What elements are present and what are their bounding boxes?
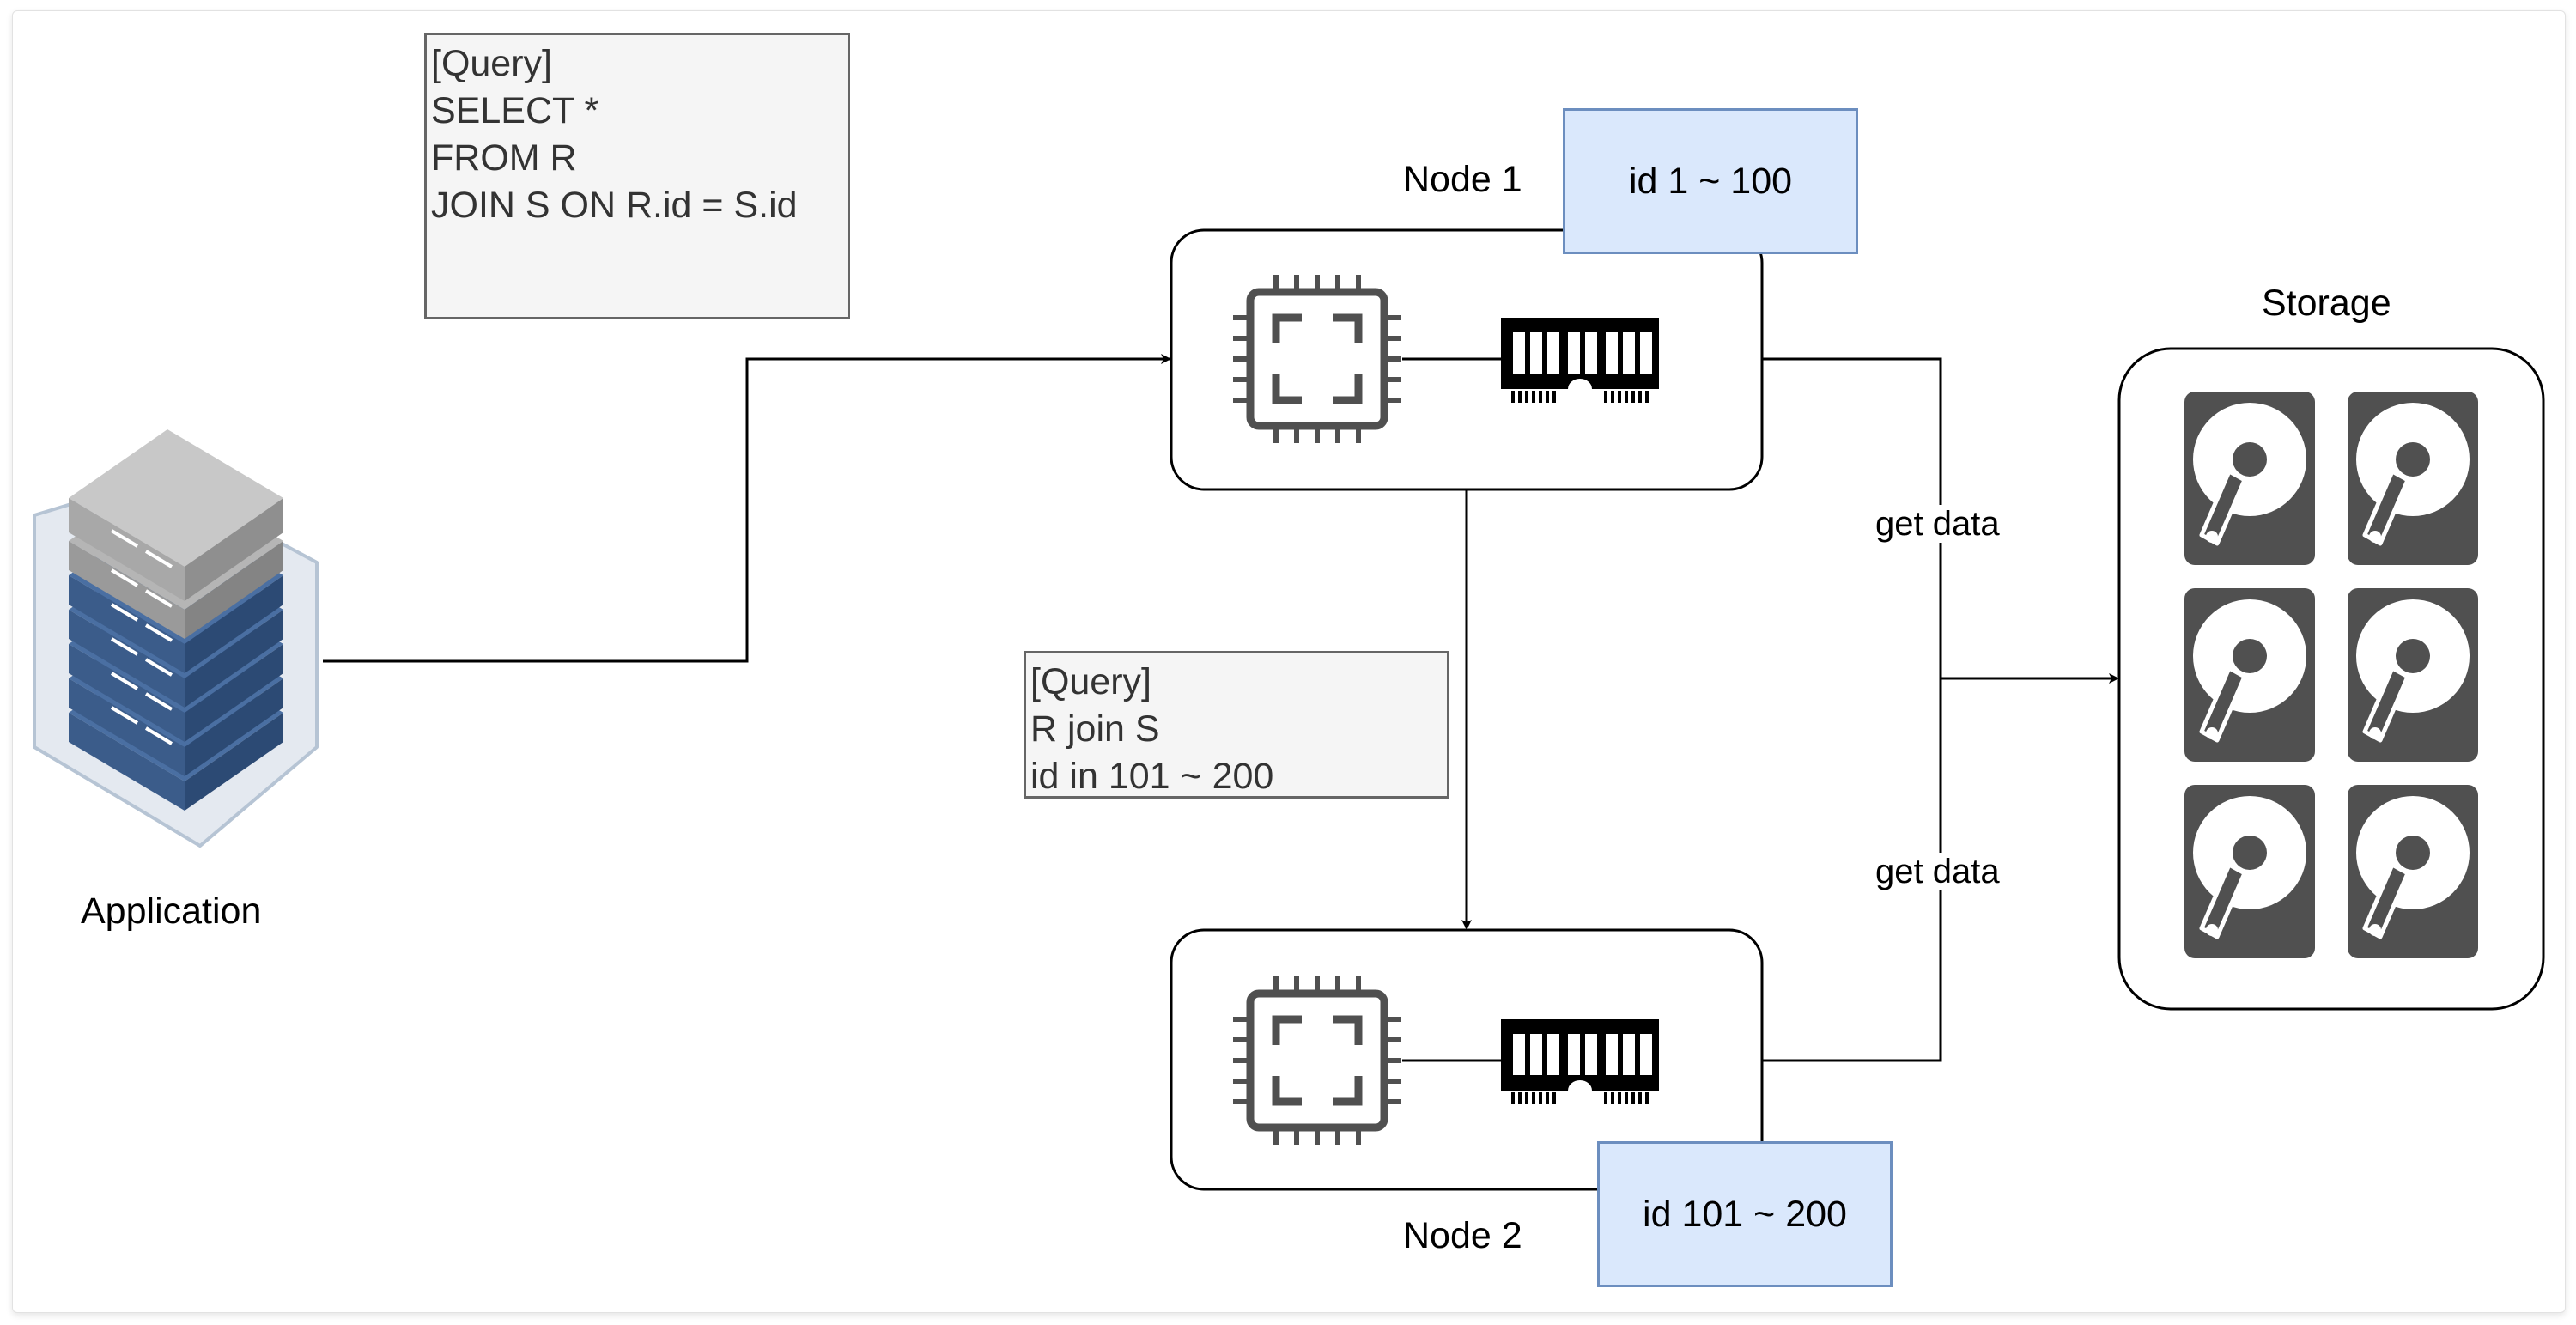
node2-storage-line <box>1762 678 1942 1062</box>
hard-disk-icon <box>2184 785 2315 958</box>
application-label: Application <box>81 890 262 932</box>
hard-disk-icon <box>2348 785 2478 958</box>
sub-query-box: [Query] R join S id in 101 ~ 200 <box>1024 651 1449 799</box>
node2-range-box: id 101 ~ 200 <box>1597 1141 1893 1287</box>
get-data-label-bottom: get data <box>1872 853 2003 890</box>
hard-disk-icon <box>2348 392 2478 565</box>
storage-box <box>2117 347 2545 1011</box>
hard-disk-icon <box>2184 392 2315 565</box>
query-line: JOIN S ON R.id = S.id <box>431 185 798 226</box>
main-query-box: [Query] SELECT * FROM R JOIN S ON R.id =… <box>424 33 850 319</box>
query-line: id in 101 ~ 200 <box>1030 756 1274 797</box>
node1-storage-line <box>1762 357 1942 678</box>
query-line: FROM R <box>431 137 577 179</box>
server-rack-icon <box>33 429 319 848</box>
node1-range-box: id 1 ~ 100 <box>1563 108 1858 254</box>
query-line: [Query] <box>1030 661 1151 702</box>
hard-disk-icon <box>2348 588 2478 762</box>
node2-label: Node 2 <box>1403 1215 1522 1256</box>
hard-disk-icon <box>2184 588 2315 762</box>
storage-label: Storage <box>2262 283 2391 324</box>
app-to-node1-arrow <box>323 354 1171 663</box>
node1-label: Node 1 <box>1403 159 1522 200</box>
query-line: [Query] <box>431 43 552 84</box>
query-line: R join S <box>1030 708 1160 750</box>
get-data-label-top: get data <box>1872 505 2003 543</box>
query-line: SELECT * <box>431 90 599 131</box>
